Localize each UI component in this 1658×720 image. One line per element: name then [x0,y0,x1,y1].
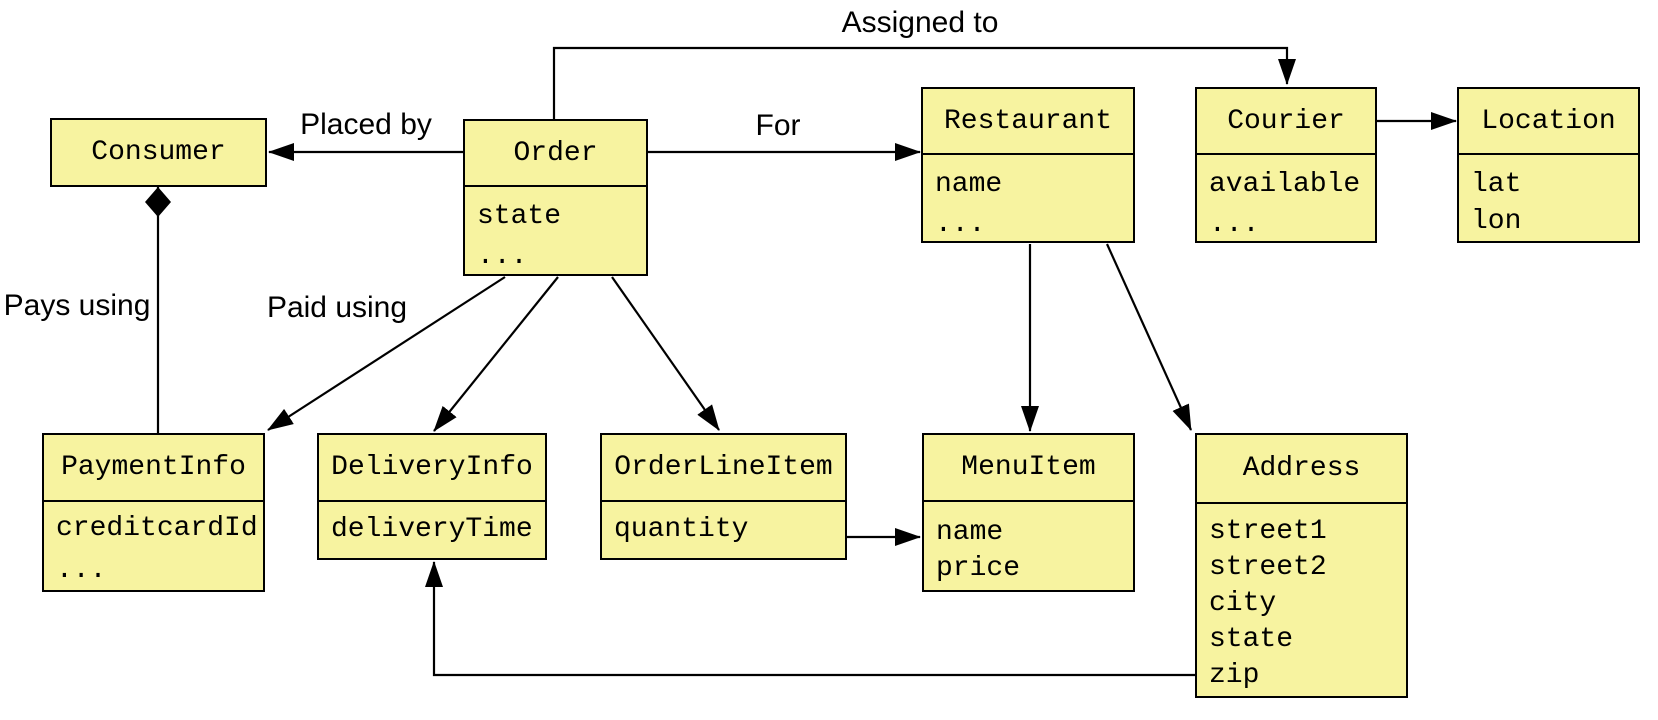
edge-label-assigned-to: Assigned to [841,6,999,39]
edge-order-courier-assigned-to [552,46,1296,119]
edge-label-for: For [755,109,801,142]
class-box-courier: Courier available ... [1195,87,1377,243]
class-attribute: name [935,169,1003,200]
class-title: OrderLineItem [614,452,833,483]
class-attribute: available [1209,169,1361,200]
edge-order-deliveryinfo [433,276,559,432]
class-attribute: ... [56,555,107,586]
class-attribute: deliveryTime [331,514,533,545]
class-title: Order [513,137,598,169]
class-title: Courier [1227,105,1345,137]
edge-order-orderlineitem [611,276,720,431]
edge-order-paymentinfo-paid-using [267,276,506,431]
class-attribute: creditcardId [56,513,258,544]
class-box-orderlineitem: OrderLineItem quantity [600,433,847,560]
class-box-consumer: Consumer [50,118,267,187]
class-box-restaurant: Restaurant name ... [921,87,1135,243]
class-title: PaymentInfo [61,452,246,483]
class-box-menuitem: MenuItem name price [922,433,1135,592]
edge-address-deliveryinfo [425,561,1195,677]
class-title: DeliveryInfo [331,452,533,483]
class-box-deliveryinfo: DeliveryInfo deliveryTime [317,433,547,560]
class-attribute: city [1209,588,1277,619]
class-attribute: name [936,517,1004,548]
class-attribute: ... [1209,209,1260,240]
class-title: Location [1481,105,1616,137]
class-attribute: street2 [1209,552,1327,583]
class-attribute: ... [935,209,986,240]
class-box-location: Location lat lon [1457,87,1640,243]
class-attribute: state [477,201,562,232]
edge-label-placed-by: Placed by [300,108,432,141]
edge-label-pays-using: Pays using [3,289,151,322]
class-box-paymentinfo: PaymentInfo creditcardId ... [42,433,265,592]
class-attribute: lon [1471,206,1522,237]
class-title: Consumer [91,137,226,168]
class-title: Address [1242,453,1361,484]
class-attribute: lat [1471,169,1522,200]
edge-label-paid-using: Paid using [266,291,408,324]
class-attribute: state [1209,624,1294,655]
edge-restaurant-address [1105,243,1193,431]
class-attribute: street1 [1209,516,1327,547]
class-attribute: quantity [614,514,749,545]
class-box-order: Order state ... [463,119,648,276]
class-title: MenuItem [961,452,1096,483]
class-title: Restaurant [943,105,1113,137]
class-attribute: ... [477,241,528,272]
class-box-address: Address street1 street2 city state zip [1195,433,1408,698]
composition-diamond-icon [145,187,171,217]
class-attribute: price [936,553,1021,584]
class-attribute: zip [1209,660,1260,691]
